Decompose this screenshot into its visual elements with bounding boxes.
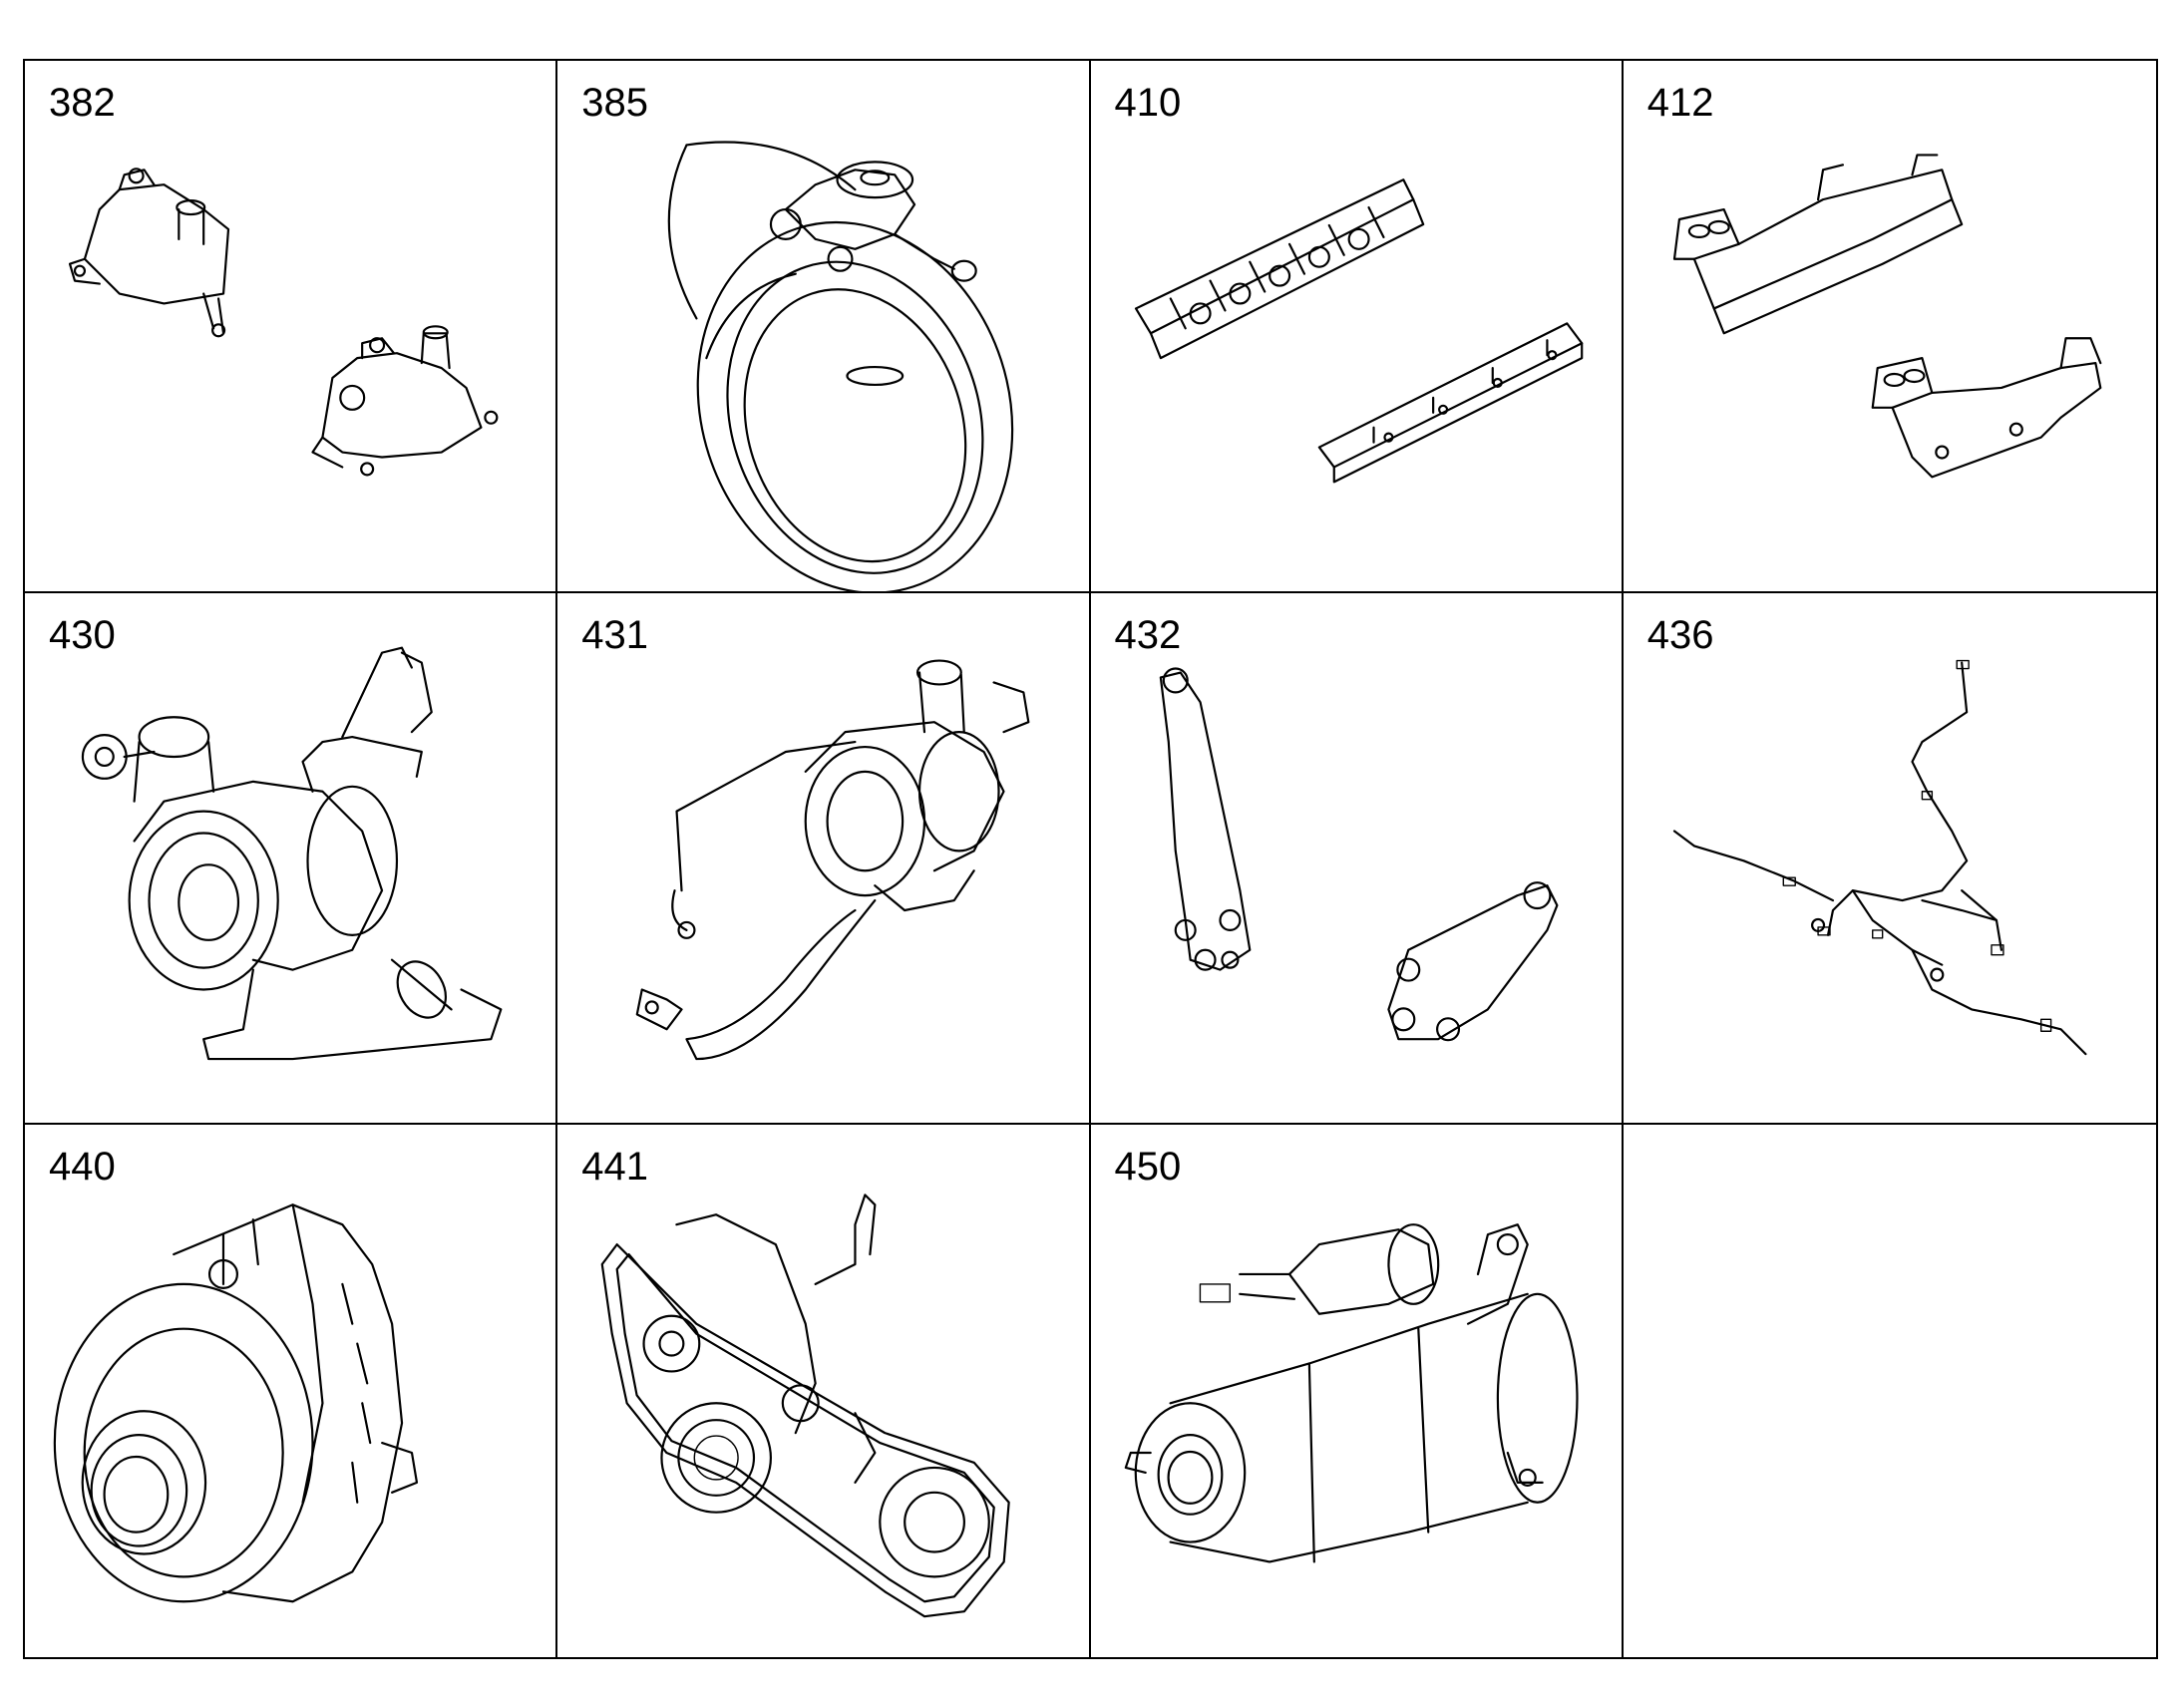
part-number: 432 <box>1114 612 1182 657</box>
part-cell-450[interactable]: 450 <box>1090 1125 1624 1657</box>
exhaust-manifold-icon <box>1672 154 2102 479</box>
part-cell-385[interactable]: 385 <box>557 61 1091 593</box>
parts-grid: 382 385 <box>23 59 2158 1659</box>
part-cell-440[interactable]: 440 <box>25 1125 558 1657</box>
alternator-icon <box>53 1203 419 1603</box>
part-number: 412 <box>1646 81 1714 125</box>
part-number: 431 <box>581 612 648 657</box>
manifold-rail-icon <box>1134 178 1583 484</box>
valve-housing-icon <box>68 168 499 477</box>
clamp-ring-icon <box>667 141 1014 591</box>
part-cell-382[interactable]: 382 <box>25 61 558 593</box>
bracket-icon <box>1159 667 1558 1041</box>
part-cell-431[interactable]: 431 <box>557 592 1091 1126</box>
part-cell-441[interactable]: 441 <box>557 1125 1091 1657</box>
part-number: 410 <box>1114 81 1182 125</box>
part-cell-412[interactable]: 412 <box>1623 61 2156 593</box>
turbocharger-with-pipes-icon <box>635 659 1030 1060</box>
part-number: 382 <box>49 81 116 125</box>
wiring-harness-icon <box>1672 659 2087 1055</box>
part-cell-436[interactable]: 436 <box>1623 592 2156 1126</box>
part-number: 430 <box>49 612 116 657</box>
part-number: 450 <box>1114 1145 1182 1190</box>
turbocharger-icon <box>81 646 503 1060</box>
part-cell-432[interactable]: 432 <box>1090 592 1624 1126</box>
belt-drive-icon <box>600 1194 1011 1618</box>
part-number: 436 <box>1646 612 1714 657</box>
part-cell-430[interactable]: 430 <box>25 592 558 1126</box>
part-cell-410[interactable]: 410 <box>1090 61 1624 593</box>
part-number: 440 <box>49 1145 116 1190</box>
starter-motor-icon <box>1124 1223 1579 1563</box>
part-number: 385 <box>581 81 648 125</box>
part-number: 441 <box>581 1145 648 1190</box>
empty-cell <box>1623 1125 2156 1657</box>
